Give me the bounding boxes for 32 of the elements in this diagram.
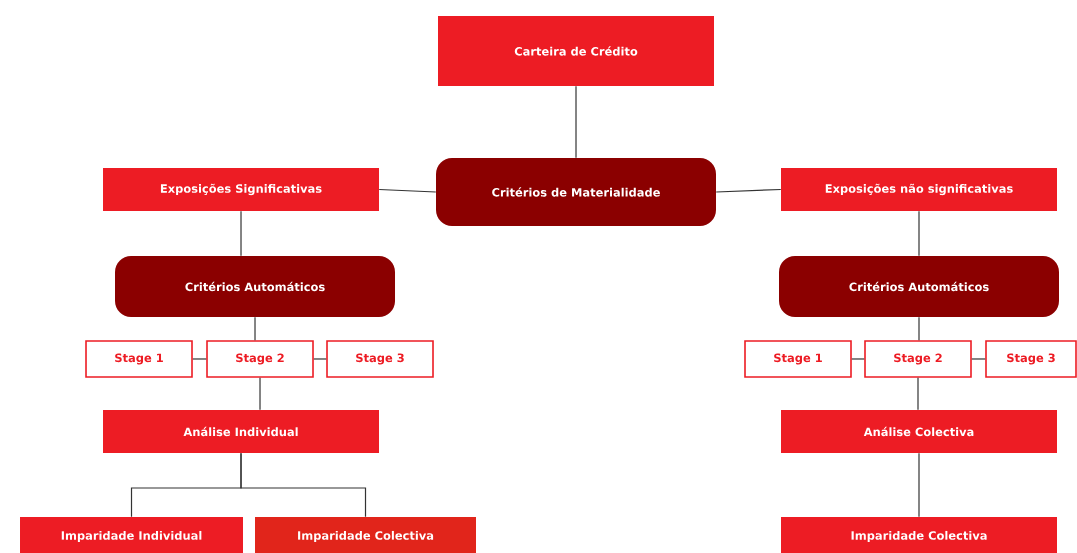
stage-box: Stage 1 [744,340,852,378]
stage-box: Stage 2 [206,340,314,378]
stage-box: Stage 3 [985,340,1077,378]
stage-box: Stage 2 [864,340,972,378]
connector-line [918,210,920,257]
process-box: Imparidade Colectiva [781,517,1057,553]
connector-line [240,210,242,257]
process-box: Análise Colectiva [781,410,1057,453]
stage-box: Stage 1 [85,340,193,378]
connector-line [254,316,256,341]
connector-line [378,188,437,193]
process-box: Análise Individual [103,410,379,453]
connector-line [575,85,577,159]
criteria-box: Critérios Automáticos [779,256,1059,317]
criteria-box: Critérios de Materialidade [436,158,716,226]
process-box: Imparidade Colectiva [255,517,476,553]
connector-line [192,358,207,360]
connector-line [917,377,919,411]
process-box: Carteira de Crédito [438,16,714,86]
connector-line [918,316,920,341]
process-box: Exposições Significativas [103,168,379,211]
connector-line [240,452,367,518]
connector-line [851,358,865,360]
process-box: Exposições não significativas [781,168,1057,211]
connector-line [918,452,920,518]
process-box: Imparidade Individual [20,517,243,553]
connector-line [313,358,327,360]
stage-box: Stage 3 [326,340,434,378]
connector-line [971,358,986,360]
criteria-box: Critérios Automáticos [115,256,395,317]
connector-line [715,188,782,193]
connector-line [259,377,261,411]
